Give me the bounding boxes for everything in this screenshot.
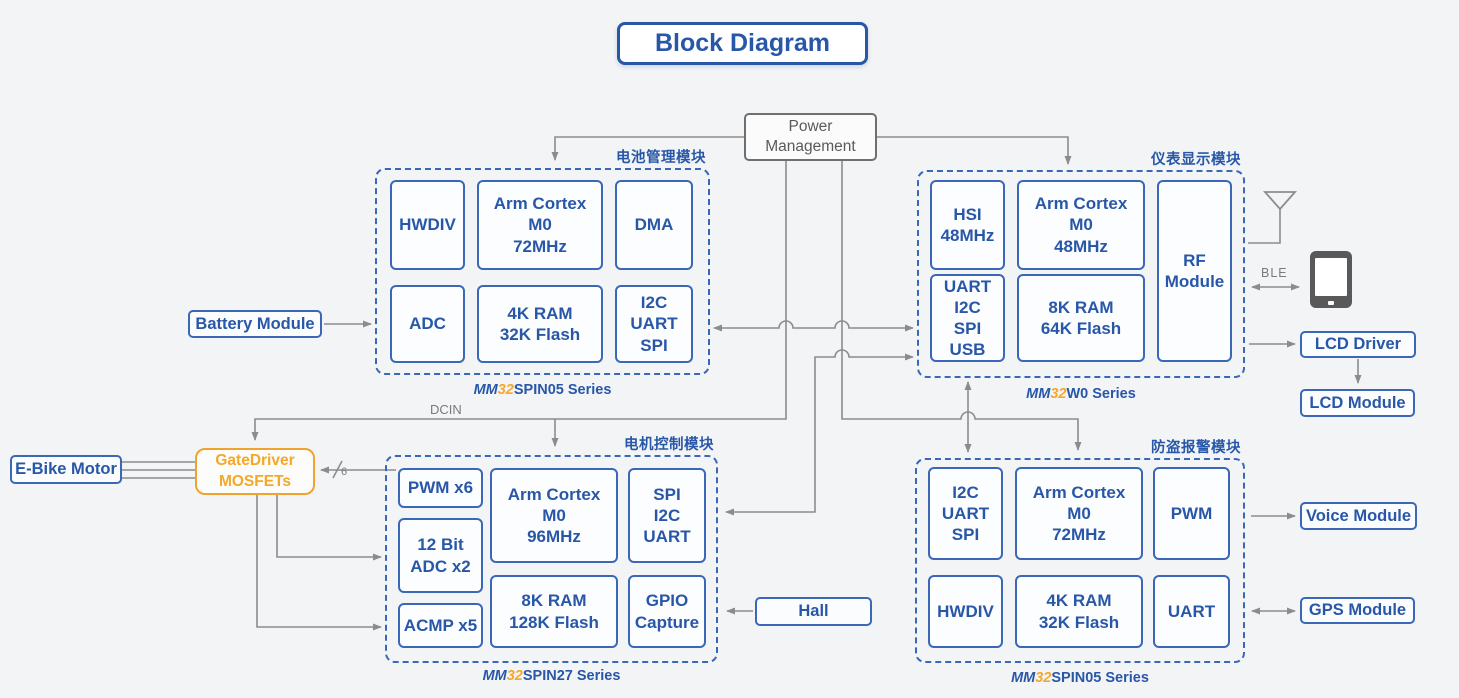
series-num: 32 [506, 668, 523, 684]
series-num: 32 [1050, 386, 1067, 402]
block-i2c-uart-spi: I2C UART SPI [928, 467, 1003, 560]
module-battery-management: 电池管理模块 HWDIV Arm Cortex M0 72MHz DMA ADC… [375, 146, 710, 402]
series-rest: SPIN05 Series [513, 382, 612, 398]
power-management-box: Power Management [744, 113, 877, 161]
block-adc: ADC [390, 285, 465, 363]
series-mm: MM [473, 382, 498, 398]
page-title: Block Diagram [617, 22, 868, 65]
block-hsi: HSI 48MHz [930, 180, 1005, 270]
series-mm: MM [482, 668, 507, 684]
series-rest: SPIN27 Series [522, 668, 621, 684]
block-dma: DMA [615, 180, 693, 270]
hall-box: Hall [755, 597, 872, 626]
series-label-alarm: MM32SPIN05 Series [915, 670, 1245, 686]
block-gpio-capture: GPIO Capture [628, 575, 706, 648]
series-rest: SPIN05 Series [1051, 670, 1149, 686]
series-num: 32 [1035, 670, 1052, 686]
series-rest: W0 Series [1066, 386, 1136, 402]
antenna-icon [1263, 191, 1297, 211]
block-cpu-96mhz: Arm Cortex M0 96MHz [490, 468, 618, 563]
block-ram-flash: 4K RAM 32K Flash [477, 285, 603, 363]
phone-button [1328, 300, 1334, 305]
module-title-battery: 电池管理模块 [616, 150, 706, 166]
wire-gatedriver-to-acmp [256, 495, 382, 631]
wire-battery-display-bus [713, 320, 914, 332]
dcin-label: DCIN [430, 402, 462, 417]
block-hwdiv: HWDIV [390, 180, 465, 270]
module-frame-display [917, 170, 1245, 378]
slash-6-label: 6 [341, 466, 348, 478]
block-pwm: PWM [1153, 467, 1230, 560]
wire-gatedriver-to-adc [276, 495, 382, 561]
wire-rf-to-antenna [1248, 208, 1281, 244]
gps-module-box: GPS Module [1300, 597, 1415, 624]
module-frame-battery [375, 168, 710, 375]
wire-motor-display-link [725, 349, 914, 516]
battery-module-box: Battery Module [188, 310, 322, 338]
block-i2c-uart-spi: I2C UART SPI [615, 285, 693, 363]
series-num: 32 [497, 382, 514, 398]
block-rf-module: RF Module [1157, 180, 1232, 362]
block-ram-flash: 4K RAM 32K Flash [1015, 575, 1143, 648]
module-frame-alarm [915, 458, 1245, 663]
module-title-display: 仪表显示模块 [1151, 152, 1241, 168]
module-title-alarm: 防盗报警模块 [1151, 440, 1241, 456]
block-cpu-72mhz: Arm Cortex M0 72MHz [1015, 467, 1143, 560]
phone-icon [1310, 251, 1352, 308]
ble-label: BLE [1261, 266, 1288, 280]
series-mm: MM [1011, 670, 1036, 686]
block-pwm-x6: PWM x6 [398, 468, 483, 508]
lcd-module-box: LCD Module [1300, 389, 1415, 417]
module-frame-motor [385, 455, 718, 663]
block-12bit-adc: 12 Bit ADC x2 [398, 518, 483, 593]
module-title-motor: 电机控制模块 [624, 437, 714, 453]
series-mm: MM [1026, 386, 1051, 402]
module-display: 仪表显示模块 HSI 48MHz Arm Cortex M0 48MHz RF … [917, 148, 1245, 406]
ebike-motor-box: E-Bike Motor [10, 455, 122, 484]
series-label-display: MM32W0 Series [917, 386, 1245, 402]
lcd-driver-box: LCD Driver [1300, 331, 1416, 358]
voice-module-box: Voice Module [1300, 502, 1417, 530]
block-uart-i2c-spi-usb: UART I2C SPI USB [930, 274, 1005, 362]
module-motor-control: 电机控制模块 PWM x6 12 Bit ADC x2 ACMP x5 Arm … [385, 433, 718, 688]
series-label-motor: MM32SPIN27 Series [385, 668, 718, 684]
block-uart: UART [1153, 575, 1230, 648]
block-cpu-48mhz: Arm Cortex M0 48MHz [1017, 180, 1145, 270]
module-alarm: 防盗报警模块 I2C UART SPI Arm Cortex M0 72MHz … [915, 436, 1245, 688]
series-label-battery: MM32SPIN05 Series [375, 382, 710, 398]
block-ram-flash: 8K RAM 64K Flash [1017, 274, 1145, 362]
block-acmp-x5: ACMP x5 [398, 603, 483, 648]
block-cpu-72mhz: Arm Cortex M0 72MHz [477, 180, 603, 270]
gatedriver-mosfets-box: GateDriver MOSFETs [195, 448, 315, 495]
phone-screen [1315, 258, 1347, 296]
block-ram-flash: 8K RAM 128K Flash [490, 575, 618, 648]
block-spi-i2c-uart: SPI I2C UART [628, 468, 706, 563]
block-hwdiv: HWDIV [928, 575, 1003, 648]
